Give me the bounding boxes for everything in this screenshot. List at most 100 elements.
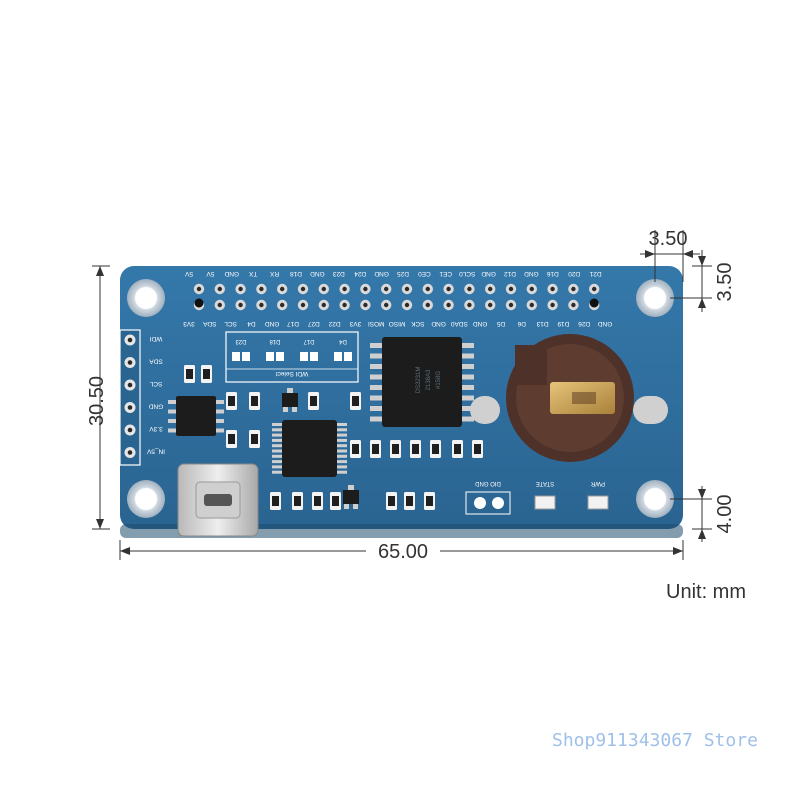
smd-resistor-body xyxy=(314,496,321,506)
wdi-option-label: D17 xyxy=(303,338,315,344)
header-pad-hole xyxy=(196,286,202,292)
header-bottom-label: SDA xyxy=(202,320,216,327)
header-pad-hole xyxy=(259,286,264,292)
side-connector-label: SCL xyxy=(149,380,162,387)
rtc-pin xyxy=(370,416,384,422)
side-connector-pad-hole xyxy=(127,337,133,343)
header-bottom-label: D17 xyxy=(287,320,299,327)
header-pad-hole xyxy=(550,286,555,292)
rtc-pin xyxy=(460,416,474,422)
smd-resistor-body xyxy=(186,369,193,379)
watchdog-pin xyxy=(335,449,347,453)
header-top-label: GND xyxy=(524,270,539,277)
small-chip-pin xyxy=(214,428,224,433)
header-bottom-label: D13 xyxy=(536,320,548,327)
smd-transistor-pin xyxy=(292,407,297,412)
smd-resistor-body xyxy=(352,396,359,406)
watchdog-pin xyxy=(335,444,347,448)
small-chip-pin xyxy=(168,400,178,404)
header-bottom-label: MOSI xyxy=(368,320,385,327)
jumper-pad xyxy=(242,352,250,361)
small-chip-pin xyxy=(168,409,178,414)
pwr-label: PWR xyxy=(590,480,605,486)
watchdog-pin xyxy=(335,465,347,469)
jumper-pad xyxy=(334,352,342,361)
jumper-pad xyxy=(276,352,284,361)
side-connector-pad-hole xyxy=(127,382,133,388)
store-watermark: Shop911343067 Store xyxy=(552,730,758,751)
state-led xyxy=(534,495,556,510)
wdi-option-label: D23 xyxy=(235,338,247,344)
mounting-hole-top-right xyxy=(636,279,674,317)
smd-resistor-body xyxy=(388,496,395,506)
wdi-select-title: WDI Select xyxy=(276,370,309,377)
header-top-label: D12 xyxy=(504,270,516,277)
watchdog-pin xyxy=(272,433,284,437)
smd-resistor-body xyxy=(412,444,419,454)
small-chip-pin xyxy=(214,409,224,414)
header-bottom-label: D27 xyxy=(307,320,319,327)
header-top-label: D21 xyxy=(589,270,601,277)
watchdog-pin xyxy=(335,423,347,426)
header-pin xyxy=(589,298,599,308)
wdi-option-label: D18 xyxy=(269,338,281,344)
dio-gnd-label: DIO GND xyxy=(475,480,501,486)
smd-transistor-pin xyxy=(353,504,358,509)
smd-transistor-pin xyxy=(348,485,354,490)
header-pad-hole xyxy=(467,302,472,308)
chip-text-line2: 2138A3 xyxy=(426,369,432,390)
header-top-label: RX xyxy=(269,270,279,277)
rtc-pin xyxy=(460,343,474,348)
header-bottom-label: D6 xyxy=(517,320,526,327)
watchdog-pin xyxy=(272,428,284,432)
header-top-label: D16 xyxy=(546,270,558,277)
watchdog-pin xyxy=(272,449,284,453)
header-top-label: CE1 xyxy=(439,270,452,277)
mounting-hole-bottom-left xyxy=(127,480,165,518)
header-bottom-label: D4 xyxy=(247,320,256,327)
header-pad-hole xyxy=(238,286,243,292)
unit-label: Unit: mm xyxy=(666,581,746,603)
mounting-hole-bottom-right xyxy=(636,480,674,518)
rtc-pin xyxy=(370,385,384,390)
jumper-pad xyxy=(232,352,240,361)
header-bottom-label: D19 xyxy=(557,320,569,327)
smd-transistor-pin xyxy=(344,504,349,509)
header-bottom-label: D5 xyxy=(496,320,505,327)
smd-resistor-body xyxy=(474,444,481,454)
header-top-label: 5V xyxy=(184,270,193,277)
header-pad-hole xyxy=(508,302,514,308)
smd-resistor-body xyxy=(426,496,433,506)
small-chip-pin xyxy=(214,419,224,423)
rtc-pin xyxy=(370,406,384,411)
watchdog-pin xyxy=(335,460,347,464)
rtc-pin xyxy=(460,364,474,369)
header-pad-hole xyxy=(384,286,389,292)
header-top-label: D24 xyxy=(354,270,366,277)
header-pad-hole xyxy=(384,302,389,308)
smd-resistor-body xyxy=(310,396,317,406)
header-pad-hole xyxy=(550,302,555,308)
header-bottom-label: MISO xyxy=(389,320,406,327)
dimension-annotations: 30.50 65.00 3.50 3.50 4.00 Unit: mm xyxy=(86,228,746,603)
rtc-pin xyxy=(460,353,474,359)
watchdog-pin xyxy=(335,428,347,432)
watchdog-pin xyxy=(335,433,347,437)
header-top-label: GND xyxy=(310,270,325,277)
side-connector-label: IN_5V xyxy=(146,448,165,455)
header-pad-hole xyxy=(217,302,222,308)
smd-components xyxy=(184,365,483,510)
side-connector-pad-hole xyxy=(127,360,133,365)
header-bottom-label: 3V3 xyxy=(349,320,361,327)
dim-height-label: 30.50 xyxy=(86,376,108,426)
smd-resistor-body xyxy=(454,444,461,454)
smd-resistor-body xyxy=(352,444,359,454)
rtc-pin xyxy=(370,374,384,380)
header-top-label: GND xyxy=(224,270,239,277)
smd-transistor xyxy=(343,490,359,504)
header-pad-hole xyxy=(404,302,410,308)
header-pad-hole xyxy=(488,302,493,308)
side-connector-pad-hole xyxy=(127,405,133,410)
header-pad-hole xyxy=(529,286,534,292)
